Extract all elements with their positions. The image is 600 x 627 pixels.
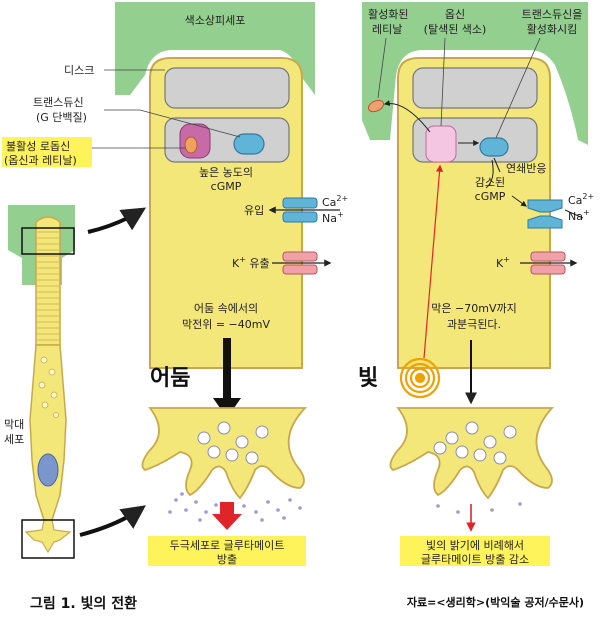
dark-label: 어둠 [150, 366, 190, 391]
dark-transducin-label-1: 트랜스듀신 [33, 96, 84, 109]
rod-zoom-box-bottom [21, 519, 75, 559]
light-cgmp-1: 감소된 [475, 176, 505, 189]
dark-rhodopsin [179, 123, 211, 159]
light-transducin-leader [495, 37, 541, 139]
light-opsin-label-2: (탈색된 색소) [424, 23, 487, 36]
light-cascade-label: 연쇄반응 [506, 162, 546, 175]
light-k-channel [530, 251, 566, 275]
light-transducin [479, 137, 509, 157]
dark-transducin-leader [104, 109, 241, 138]
dark-rpe [115, 2, 315, 95]
rod-synaptic-terminal [24, 519, 72, 554]
figure-source: 자료=<생리학>(박익술 공저/수문사) [407, 595, 584, 609]
dark-k-efflux-label: K+ 유출 [232, 255, 270, 270]
light-release-1: 빛의 밝기에 비례해서 [426, 538, 524, 552]
light-na-label: Na+ [568, 208, 590, 223]
light-retinal-release-arrow [383, 100, 431, 133]
light-blocked-influx-line [564, 209, 584, 219]
light-label: 빛 [358, 366, 378, 391]
dark-potential-2: 막전위 = −40mV [182, 318, 270, 331]
dark-red-arrow-head [212, 514, 242, 530]
dark-potential-1: 어둠 속에서의 [194, 302, 258, 315]
rod-nucleus [37, 453, 59, 487]
dark-big-arrow-shaft [223, 338, 231, 400]
light-potential-1: 막은 −70mV까지 [431, 302, 516, 315]
light-opsin-label-1: 옵신 [445, 8, 465, 21]
zoom-arrow-top [87, 207, 147, 234]
light-cation-channel-closed [527, 199, 563, 229]
light-synaptic-terminal [389, 407, 555, 500]
light-release-2: 글루타메이트 방출 감소 [421, 553, 529, 566]
light-rpe [362, 2, 588, 145]
dark-ca-label: Ca2+ [322, 194, 348, 209]
dark-vesicles [197, 421, 269, 465]
light-retinal-label-1: 활성화된 [368, 7, 408, 21]
light-source-icon [399, 357, 441, 399]
rod-vesicles [38, 356, 59, 418]
dark-panel: 색소상피세포 디스크 트랜스듀신 (G 단백질) 불활성 로돕신 (옵신과 레티… [2, 2, 348, 566]
dark-cgmp-1: 높은 농도의 [199, 166, 253, 179]
light-transducin-label-2: 활성화시킴 [527, 22, 578, 36]
dark-red-arrow-shaft [220, 502, 234, 516]
dark-rhodopsin-label-2: (옵신과 레티날) [4, 154, 77, 167]
dark-rhodopsin-label-1: 불활성 로돕신 [6, 139, 70, 153]
dark-rhodopsin-highlight [2, 137, 92, 167]
dark-transducin [233, 133, 265, 155]
dark-synaptic-terminal [141, 407, 308, 500]
dark-disk-1 [164, 67, 290, 109]
light-ray-arrow [423, 164, 444, 359]
light-retinal-label-2: 레티날 [372, 23, 402, 36]
dark-k-channel [282, 251, 318, 275]
rod-disk-stripes [37, 231, 59, 341]
dark-rpe-label: 색소상피세포 [185, 14, 246, 27]
light-opsin-leader [440, 37, 446, 127]
rod-zoom-box-top [21, 227, 75, 255]
rod-label-line2: 세포 [4, 433, 24, 446]
dark-na-label: Na+ [322, 210, 344, 225]
dark-transducin-label-2: (G 단백질) [36, 111, 87, 124]
dark-influx-label: 유입 [244, 204, 264, 217]
zoom-arrow-bottom [79, 505, 146, 537]
rod-outer-segment [35, 216, 61, 346]
light-transducin-label-1: 트랜스듀신을 [522, 8, 583, 21]
dark-cation-channel [282, 197, 318, 223]
rod-label-line1: 막대 [4, 418, 24, 431]
rod-inner-segment [29, 344, 67, 521]
light-ca-label: Ca2+ [568, 192, 594, 207]
light-retinal-leader [377, 37, 387, 99]
dark-release-highlight [148, 536, 306, 566]
light-cgmp-2: cGMP [475, 190, 506, 203]
dark-release-1: 두극세포로 글루타메이트 [170, 539, 285, 552]
dark-disk-label: 디스크 [64, 64, 94, 77]
light-k-label: K+ [496, 255, 510, 270]
light-released-glutamate [436, 502, 522, 514]
dark-release-2: 방출 [217, 553, 237, 566]
light-disk-1 [412, 67, 538, 109]
light-active-retinal [367, 99, 385, 113]
light-release-highlight [400, 536, 550, 566]
light-vesicles [433, 421, 517, 465]
light-panel: 활성화된 레티날 옵신 (탈색된 색소) 트랜스듀신을 활성화시킴 연쇄반응 감… [358, 2, 594, 566]
light-cascade-tick [493, 157, 501, 173]
figure-caption: 그림 1. 빛의 전환 [30, 595, 137, 612]
light-cascade-curve [485, 159, 494, 189]
light-potential-2: 과분극된다. [447, 318, 501, 331]
dark-cgmp-2: cGMP [211, 180, 242, 193]
light-opsin [425, 125, 457, 163]
rod-cell-overview: 막대 세포 [4, 205, 147, 559]
light-cgmp-to-channel-arrow [511, 195, 527, 207]
